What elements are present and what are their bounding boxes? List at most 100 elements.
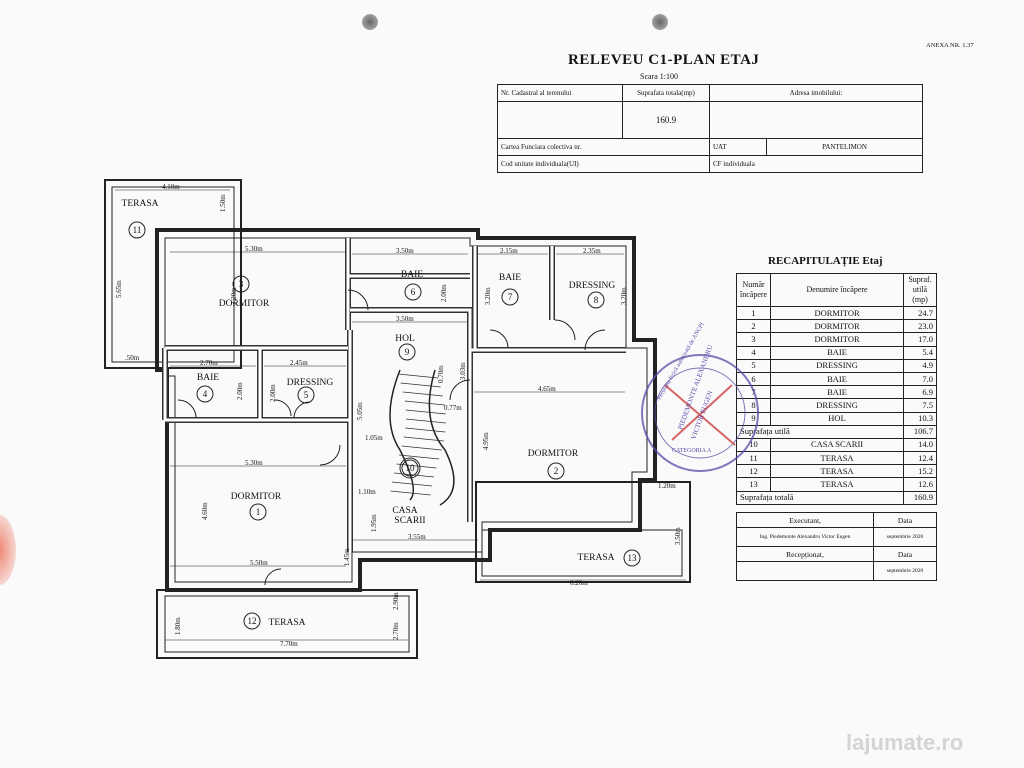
room-3-number: 3: [239, 279, 244, 289]
dim-7-70: 7.70m: [280, 640, 298, 648]
dim-4-60: 4.60m: [201, 502, 209, 520]
recap-table: Număr încăpere Denumire încăpere Supraf.…: [735, 273, 937, 505]
cf-individuala-label: CF individuala: [709, 155, 923, 173]
room-10-label-2: SCARII: [394, 516, 425, 526]
dim-3-50-terrace: 3.50m: [674, 527, 682, 545]
receptionat-date: septembrie 2020: [873, 561, 937, 581]
total-surface-recap-value: 160.9: [903, 490, 937, 505]
room-10-number: 10: [406, 463, 416, 473]
dim-5-05: 5.05m: [356, 402, 364, 420]
scale-label: Scara 1:100: [640, 72, 678, 81]
stair-step: [399, 454, 440, 460]
terrace-11-outline: [104, 179, 242, 369]
dim-1-45: 1.45m: [343, 548, 351, 566]
room-10-label-1: CASA: [392, 506, 417, 516]
dim-1-10: 1.10m: [358, 488, 376, 496]
door-arcs: [177, 289, 606, 586]
dim-2-00-b: 2.00m: [236, 382, 244, 400]
stair-step: [404, 400, 445, 406]
dim-2-70-terrace: 2.70m: [392, 622, 400, 640]
dim-0-77: 0.77m: [444, 404, 462, 412]
dim-4-95: 4.95m: [482, 432, 490, 450]
room-8-label: DRESSING: [569, 281, 616, 291]
punch-hole-right: [652, 14, 668, 30]
cadastral-info-table: Nr. Cadastral al terenului Suprafata tot…: [497, 84, 923, 173]
stamp-text-4: CATEGORIA A: [672, 448, 712, 454]
room-3-label: DORMITOR: [219, 299, 270, 309]
stair-step: [397, 373, 439, 379]
page-title: RELEVEU C1-PLAN ETAJ: [568, 52, 760, 68]
room-5-label: DRESSING: [287, 378, 334, 388]
recap-title: RECAPITULAȚIE Etaj: [768, 255, 883, 267]
dim-2-15: 2.15m: [500, 247, 518, 255]
room-surface: 5.4: [903, 345, 937, 360]
room-8-number: 8: [594, 295, 599, 305]
dim-3-55: 3.55m: [408, 533, 426, 541]
dim-5-50: 5.50m: [250, 559, 268, 567]
stair-step: [391, 481, 432, 487]
stair-step: [402, 391, 443, 397]
stair-step: [405, 427, 446, 433]
dim-2-45: 2.45m: [290, 359, 308, 367]
recap-header-number: Număr încăpere: [735, 273, 772, 307]
room-13-label: TERASA: [578, 553, 615, 563]
stair-step: [405, 418, 447, 424]
room-4-label: BAIE: [197, 373, 219, 383]
total-surface-value: 160.9: [622, 101, 710, 139]
dim-3-03: 3.03m: [459, 362, 467, 380]
room-11-number: 11: [133, 225, 142, 235]
dim-1-20: 1.20m: [658, 482, 676, 490]
stair-step: [401, 445, 442, 451]
dim-2-35: 2.35m: [583, 247, 601, 255]
room-11-label: TERASA: [122, 199, 159, 209]
dim-6-26: 6.26m: [570, 579, 588, 587]
stair-step: [390, 490, 431, 496]
official-stamp: [641, 354, 759, 472]
room-6-number: 6: [411, 287, 416, 297]
room-1-label: DORMITOR: [231, 492, 282, 502]
room-1-number: 1: [256, 507, 261, 517]
room-7-label: BAIE: [499, 273, 521, 283]
room-12-number: 12: [248, 616, 257, 626]
room-9-label: HOL: [395, 334, 415, 344]
dim-0-70: 0.70m: [437, 365, 445, 383]
room-4-number: 4: [203, 389, 208, 399]
address-value: [709, 101, 923, 139]
dim-4-10: 4.10m: [162, 183, 180, 191]
room-2-label: DORMITOR: [528, 449, 579, 459]
dim-1-05: 1.05m: [365, 434, 383, 442]
signature-table: Executant, Data Ing. Piedemonte Alexandr…: [736, 512, 937, 581]
room-7-number: 7: [508, 292, 513, 302]
dim-3-20-b: 3.20m: [484, 287, 492, 305]
room-2-number: 2: [554, 466, 559, 476]
annex-label: ANEXA NR. 1.37: [926, 42, 974, 49]
room-9-number: 9: [405, 347, 410, 357]
dim-3-50-hol: 3.50m: [396, 315, 414, 323]
watermark: lajumate.ro: [846, 730, 964, 755]
recap-header-surface: Supraf. utilă (mp): [903, 273, 937, 307]
terrace-13-outline: [475, 481, 691, 583]
dim-4-65: 4.65m: [538, 385, 556, 393]
recap-header-name: Denumire încăpere: [770, 273, 904, 307]
dim-0-50: .50m: [125, 354, 140, 362]
stair-step: [400, 382, 441, 388]
punch-hole-left: [362, 14, 378, 30]
dim-3-50-top: 3.50m: [396, 247, 414, 255]
dim-5-65: 5.65m: [115, 280, 123, 298]
room-12-label: TERASA: [269, 618, 306, 628]
dim-5-30-top: 5.30m: [245, 245, 263, 253]
stair-step: [405, 409, 446, 415]
stair-step: [403, 436, 444, 442]
dim-5-30-mid: 5.30m: [245, 459, 263, 467]
room-6-label: BAIE: [401, 270, 423, 280]
staircase: [389, 369, 455, 506]
dim-2-00-a: 2.00m: [440, 284, 448, 302]
dim-3-20-c: 3.20m: [620, 287, 628, 305]
dim-1-80: 1.80m: [174, 617, 182, 635]
